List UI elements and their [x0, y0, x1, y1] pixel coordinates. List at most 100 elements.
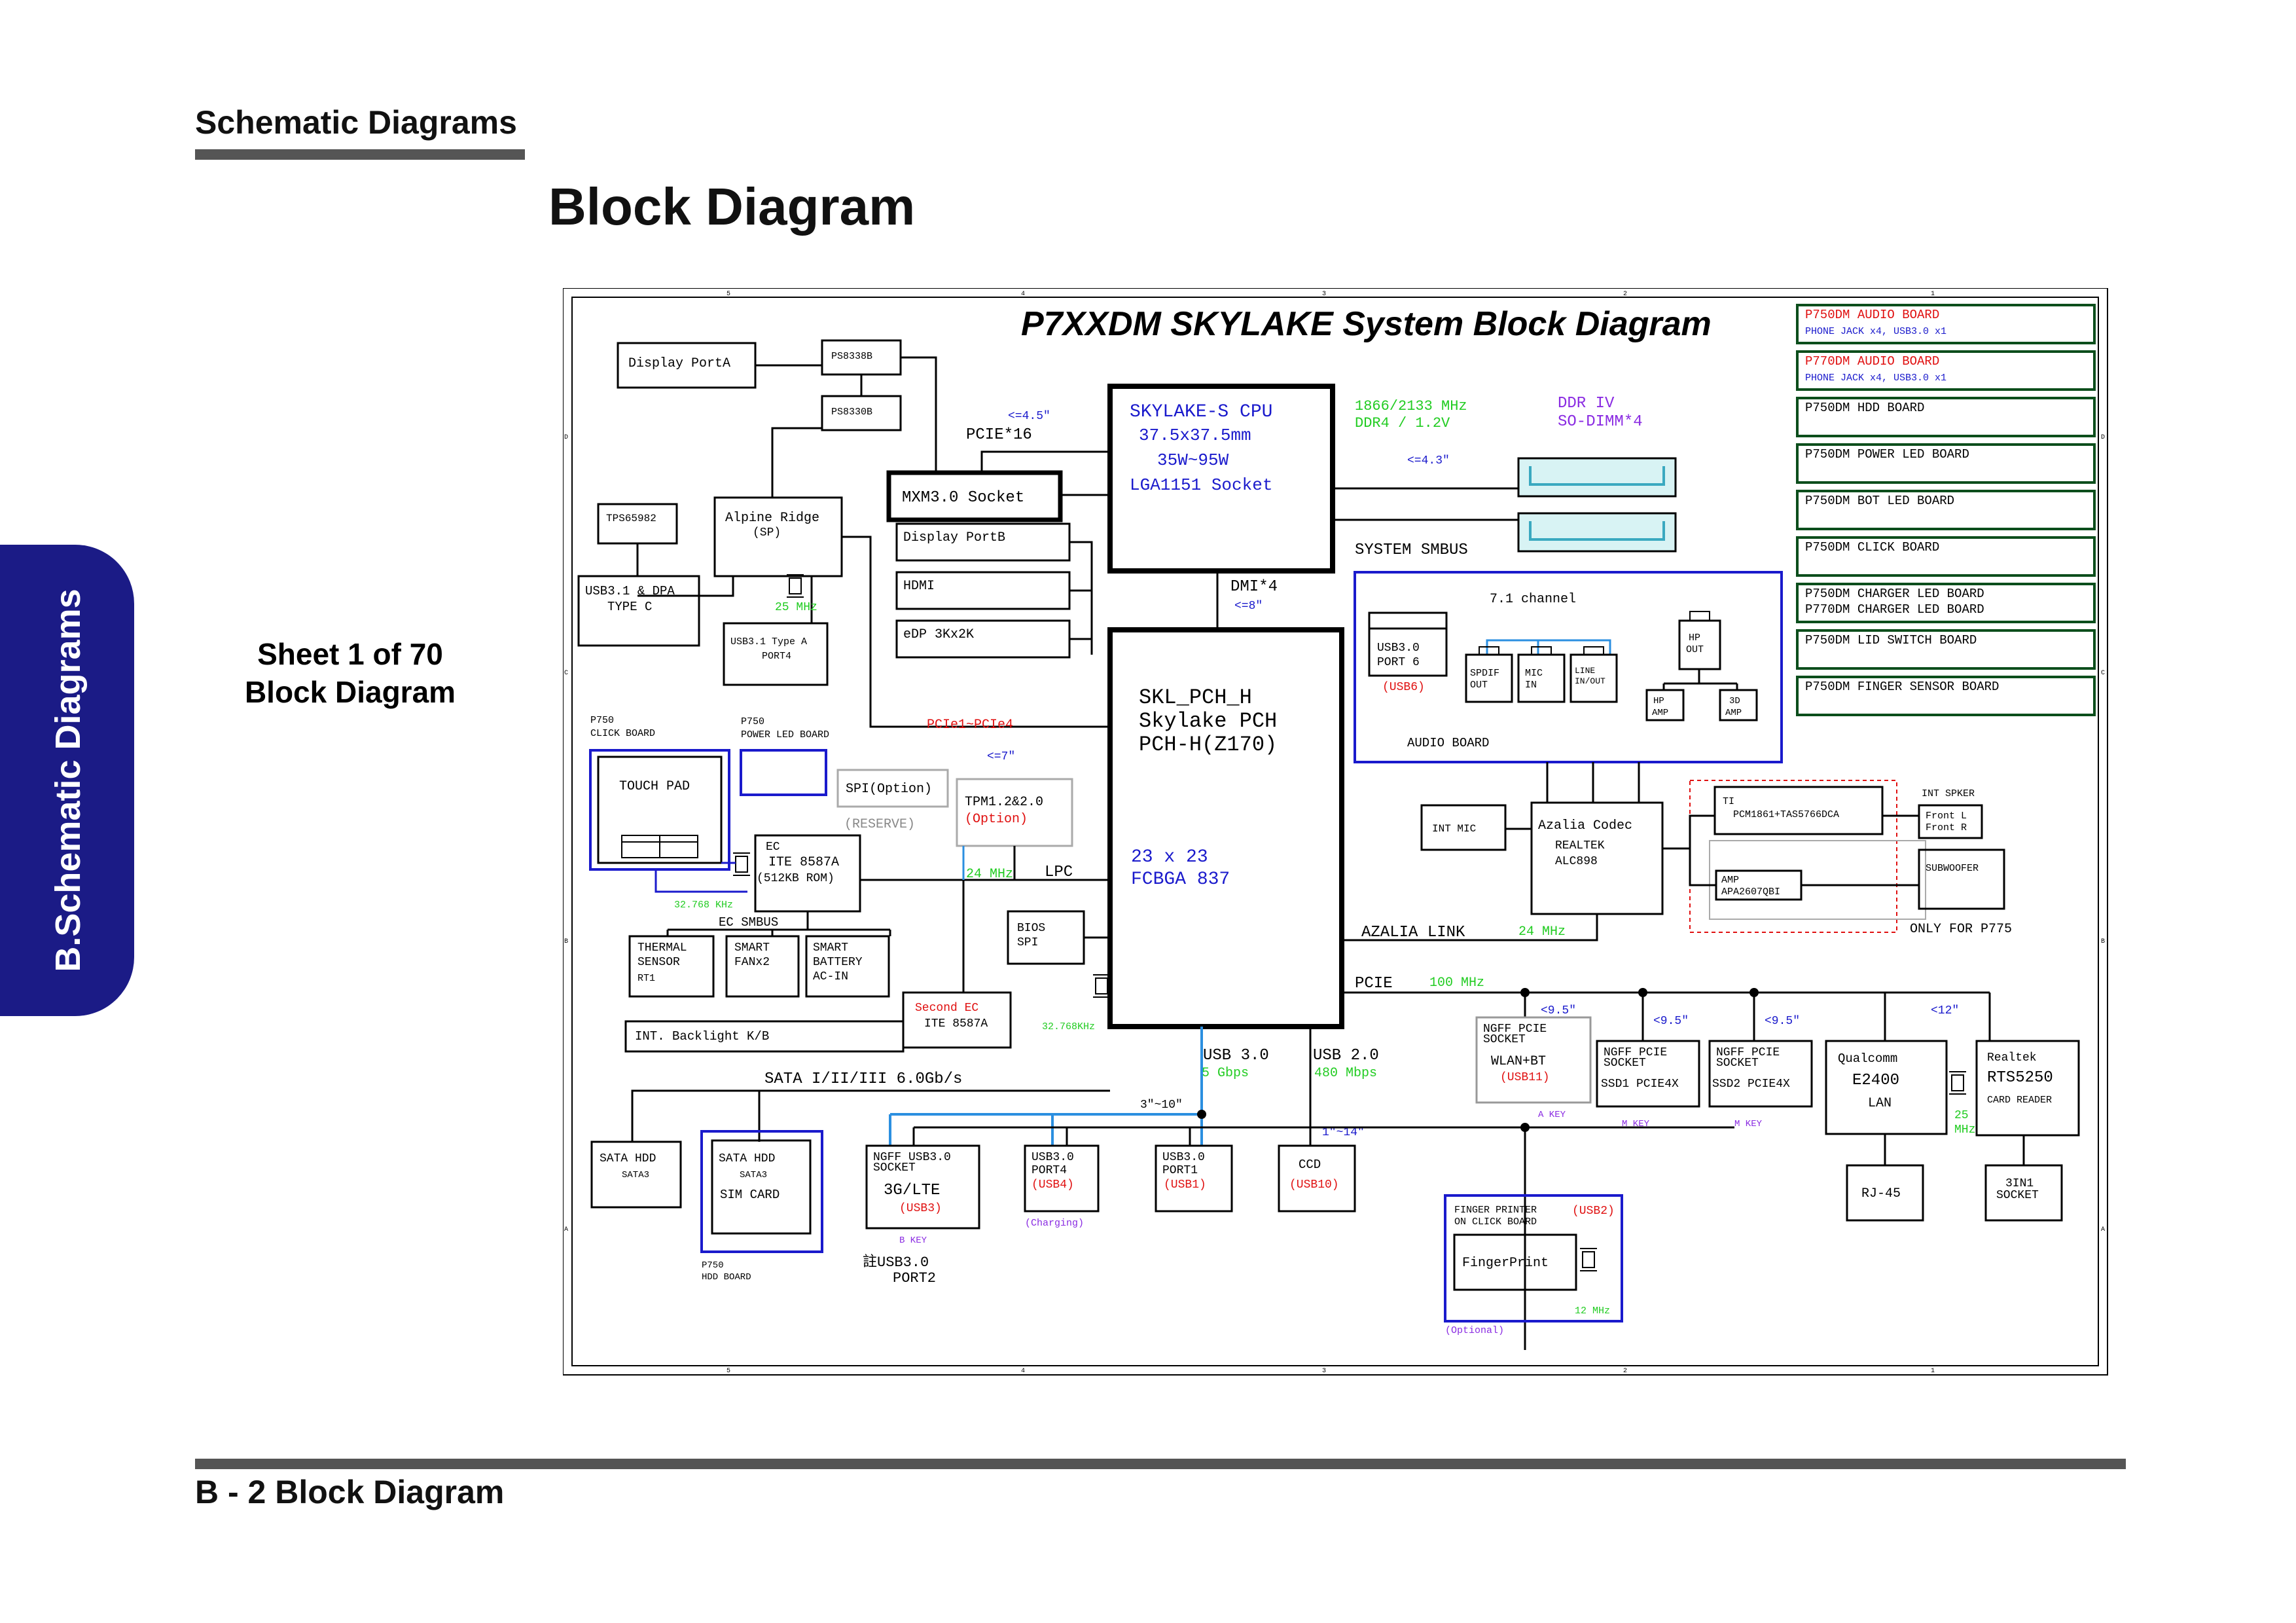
line-sub: IN/OUT: [1575, 676, 1605, 686]
card-reader-chip: RTS5250: [1987, 1069, 2053, 1087]
usb30-port4-usb: (USB4): [1031, 1178, 1074, 1192]
spi-option-box: [836, 769, 949, 808]
pcie-clock-label: 100 MHz: [1429, 976, 1484, 991]
usb30-speed: 5 Gbps: [1202, 1066, 1249, 1081]
int-mic-label: INT MIC: [1432, 823, 1476, 835]
touch-pad-label: TOUCH PAD: [619, 779, 690, 794]
mxm-socket-box: [886, 470, 1063, 522]
cpu-socket: LGA1151 Socket: [1130, 475, 1272, 495]
lpc-length: <=7": [987, 750, 1015, 763]
thermal-label: THERMAL: [637, 941, 687, 955]
border-number: 5: [726, 1368, 730, 1375]
ec-name: EC: [766, 841, 780, 854]
cpu-box: [1107, 384, 1335, 574]
speaker-box: [1918, 804, 1983, 839]
side-tab[interactable]: [0, 545, 134, 1016]
tps65982-label: TPS65982: [606, 513, 656, 524]
side-board-box: [1796, 629, 2096, 670]
ddr-slots: SO-DIMM*4: [1558, 413, 1643, 431]
speaker-links: [1662, 814, 1919, 886]
ngff-wlan-box: [1475, 1016, 1592, 1104]
speaker-option-frame: [1689, 780, 1897, 933]
side-board-title: P770DM AUDIO BOARD: [1805, 354, 1939, 369]
ngff-3g-socket: SOCKET: [873, 1161, 916, 1175]
battery-label: SMART: [813, 941, 848, 955]
side-board-box: [1796, 676, 2096, 716]
subwoofer-box: [1918, 848, 2005, 910]
fingerprint-optional: (Optional): [1445, 1325, 1504, 1336]
bios-sub: SPI: [1017, 936, 1038, 949]
system-smbus-label: SYSTEM SMBUS: [1355, 541, 1468, 559]
usb20-bus: [912, 1027, 1734, 1350]
diagram-title: P7XXDM SKYLAKE System Block Diagram: [1021, 305, 1712, 343]
ddr-dimm: [1517, 457, 1677, 498]
pch-crystal-plates: [1093, 974, 1110, 998]
fingerprint-crystal: [1582, 1251, 1595, 1268]
border-letter: B: [2101, 938, 2105, 945]
fan-sub: FANx2: [734, 956, 770, 969]
ccd-usb: (USB10): [1289, 1178, 1339, 1192]
border-letter: D: [2101, 434, 2105, 441]
dmi-length: <=8": [1234, 600, 1263, 613]
ngff-wlan-key: A KEY: [1538, 1110, 1566, 1120]
sub-amp-label: AMP: [1721, 875, 1739, 886]
lan-chip: E2400: [1852, 1072, 1899, 1089]
only-p775-label: ONLY FOR P775: [1910, 922, 2012, 937]
side-board-title: P750DM LID SWITCH BOARD: [1805, 633, 1977, 647]
usb30-length: 3"~10": [1140, 1099, 1183, 1112]
alpine-ridge-sub: (SP): [753, 526, 781, 539]
int-mic-box: [1420, 804, 1507, 851]
side-board-box: [1796, 583, 2096, 623]
lan-crystal: [1951, 1074, 1964, 1091]
border-number: 1: [1931, 291, 1935, 298]
audio-usb-box: [1368, 611, 1448, 677]
page-footer: B - 2 Block Diagram: [195, 1474, 505, 1510]
side-board-box: [1796, 536, 2096, 577]
usb20-speed: 480 Mbps: [1314, 1066, 1377, 1081]
pcie1-4-label: PCIe1~PCIe4: [927, 718, 1013, 733]
sheet-info: Sheet 1 of 70 Block Diagram: [190, 635, 511, 711]
speaker-left: Front L: [1926, 811, 1967, 822]
usb31-typec-box: [577, 575, 700, 647]
ec-touchpad-link: [655, 862, 747, 893]
card-reader-vendor: Realtek: [1987, 1051, 2037, 1065]
ngff-ssd2-label: NGFF PCIE: [1716, 1046, 1780, 1059]
touch-pad-box: [597, 756, 723, 864]
usb30-port4-charging: (Charging): [1025, 1218, 1084, 1229]
ec-smbus-bus: [666, 911, 891, 936]
hp-out-connector: [1689, 611, 1710, 621]
codec-vendor: REALTEK: [1555, 839, 1605, 852]
tpm-option: (Option): [965, 812, 1028, 827]
side-board-box: [1796, 490, 2096, 530]
lan-clock: 25: [1954, 1109, 1969, 1122]
mxm-socket-label: MXM3.0 Socket: [902, 489, 1024, 507]
sata-hdd-b-sub: SATA3: [740, 1170, 767, 1180]
side-board-title: P750DM POWER LED BOARD: [1805, 447, 1969, 462]
usb30-junction: [1197, 1110, 1206, 1119]
fingerprint-usb: (USB2): [1572, 1205, 1615, 1218]
lan-vendor: Qualcomm: [1838, 1051, 1897, 1066]
border-number: 4: [1021, 1368, 1025, 1375]
pch-crystal: [1095, 977, 1108, 994]
sata-hdd-sub: SATA3: [622, 1170, 649, 1180]
card-reader-box: [1975, 1040, 2080, 1137]
pcie16-label: PCIE*16: [966, 426, 1032, 444]
azalia-label: AZALIA LINK: [1361, 924, 1465, 941]
display-porta-label: Display PortA: [628, 356, 730, 371]
usb30-port1-box: [1155, 1144, 1233, 1213]
ngff-ssd1-label: NGFF PCIE: [1604, 1046, 1667, 1059]
dmi-label: DMI*4: [1230, 578, 1278, 596]
click-board-frame: [589, 749, 730, 871]
spdif-label: SPDIF: [1470, 668, 1499, 679]
usb20-length: 1"~14": [1322, 1126, 1365, 1139]
ec-crystal: [735, 856, 748, 873]
hp-amp-sub: AMP: [1652, 708, 1668, 718]
rj45-box: [1846, 1164, 1924, 1222]
card-reader-label: CARD READER: [1987, 1095, 2052, 1106]
ddr-voltage: DDR4 / 1.2V: [1355, 415, 1450, 431]
ngff-wlan-usb: (USB11): [1500, 1071, 1550, 1084]
rj45-label: RJ-45: [1861, 1186, 1901, 1201]
cpu-name: SKYLAKE-S CPU: [1130, 402, 1272, 422]
ngff-ssd1-key: M KEY: [1622, 1119, 1650, 1129]
usb31-typec-sub: TYPE C: [607, 600, 652, 614]
